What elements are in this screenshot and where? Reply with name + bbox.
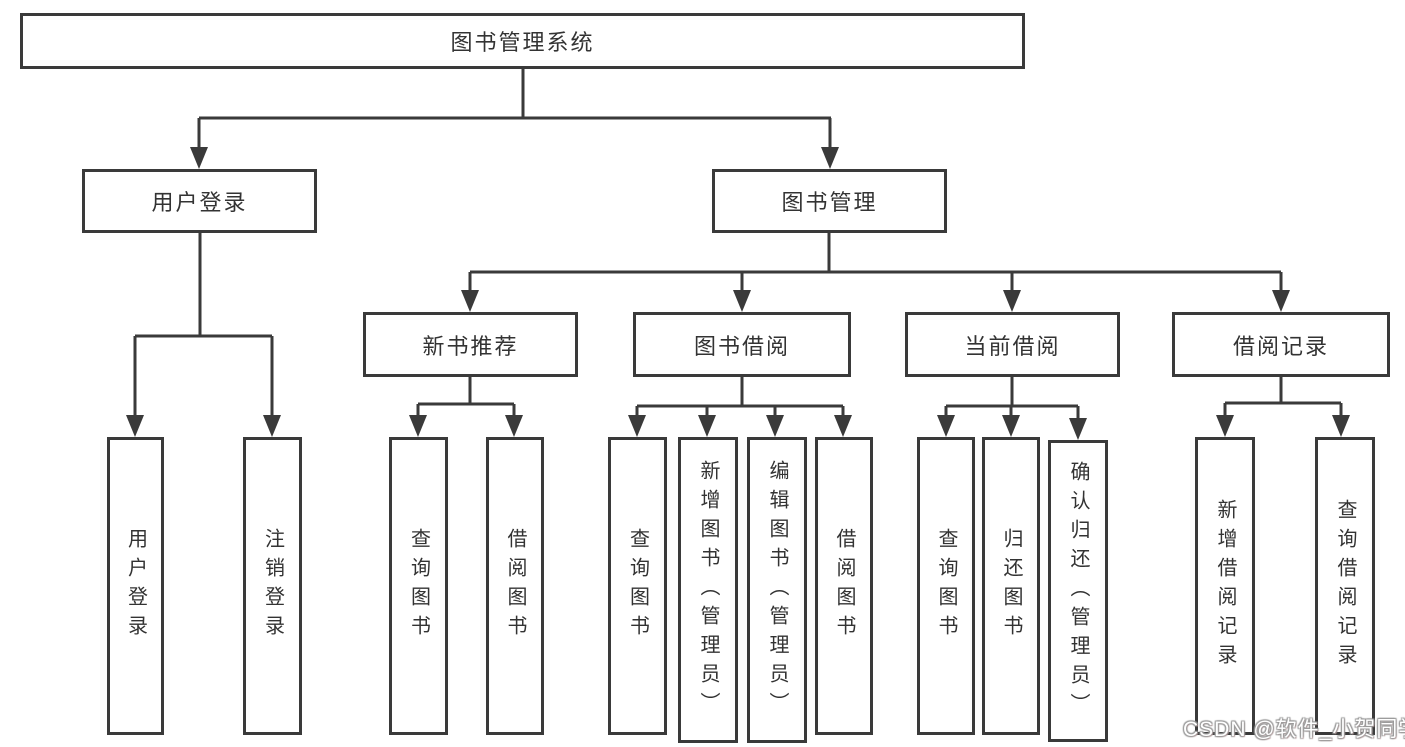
- node-book-borrowing: 图书借阅: [633, 312, 851, 377]
- leaf-add-books-admin: 新增图书（管理员）: [678, 437, 738, 743]
- node-book-management-branch-label: 图书管理: [781, 190, 878, 215]
- leaf-return-books-label: 归还图书: [1000, 528, 1022, 644]
- leaf-borrow-books-2: 借阅图书: [815, 437, 873, 735]
- leaf-borrow-books-1: 借阅图书: [486, 437, 544, 735]
- leaf-logout-label: 注销登录: [261, 528, 284, 644]
- leaf-borrow-books-1-label: 借阅图书: [504, 528, 526, 644]
- leaf-query-books-3-label: 查询图书: [935, 528, 957, 644]
- leaf-edit-books-admin-label: 编辑图书（管理员）: [766, 459, 788, 721]
- node-book-management-branch: 图书管理: [712, 169, 947, 233]
- node-current-borrowing-label: 当前借阅: [964, 333, 1061, 359]
- leaf-query-books-1-label: 查询图书: [407, 528, 430, 644]
- node-root-label: 图书管理系统: [450, 30, 595, 55]
- leaf-user-login: 用户登录: [107, 437, 164, 735]
- node-book-borrowing-label: 图书借阅: [693, 333, 790, 359]
- leaf-confirm-return-admin: 确认归还（管理员）: [1048, 440, 1108, 742]
- leaf-edit-books-admin: 编辑图书（管理员）: [747, 437, 807, 743]
- leaf-query-books-2: 查询图书: [608, 437, 667, 735]
- leaf-borrow-books-2-label: 借阅图书: [833, 528, 855, 644]
- node-current-borrowing: 当前借阅: [905, 312, 1120, 377]
- node-root: 图书管理系统: [20, 13, 1025, 69]
- node-new-book-recommend-label: 新书推荐: [422, 333, 519, 359]
- leaf-return-books: 归还图书: [982, 437, 1040, 735]
- node-user-login-branch: 用户登录: [82, 169, 317, 233]
- leaf-add-borrow-record: 新增借阅记录: [1195, 437, 1255, 735]
- leaf-add-books-admin-label: 新增图书（管理员）: [697, 459, 719, 721]
- leaf-add-borrow-record-label: 新增借阅记录: [1214, 499, 1236, 673]
- leaf-confirm-return-admin-label: 确认归还（管理员）: [1067, 460, 1089, 722]
- leaf-logout: 注销登录: [243, 437, 302, 735]
- leaf-query-books-1: 查询图书: [389, 437, 448, 735]
- leaf-query-books-3: 查询图书: [917, 437, 975, 735]
- node-new-book-recommend: 新书推荐: [363, 312, 578, 377]
- leaf-query-borrow-record-label: 查询借阅记录: [1334, 499, 1356, 673]
- node-user-login-branch-label: 用户登录: [151, 190, 248, 215]
- leaf-query-borrow-record: 查询借阅记录: [1315, 437, 1375, 735]
- leaf-user-login-label: 用户登录: [124, 528, 147, 644]
- node-borrowing-records-label: 借阅记录: [1232, 333, 1329, 359]
- node-borrowing-records: 借阅记录: [1172, 312, 1390, 377]
- csdn-watermark: CSDN @软件_小贺同学: [1183, 718, 1405, 741]
- leaf-query-books-2-label: 查询图书: [626, 528, 649, 644]
